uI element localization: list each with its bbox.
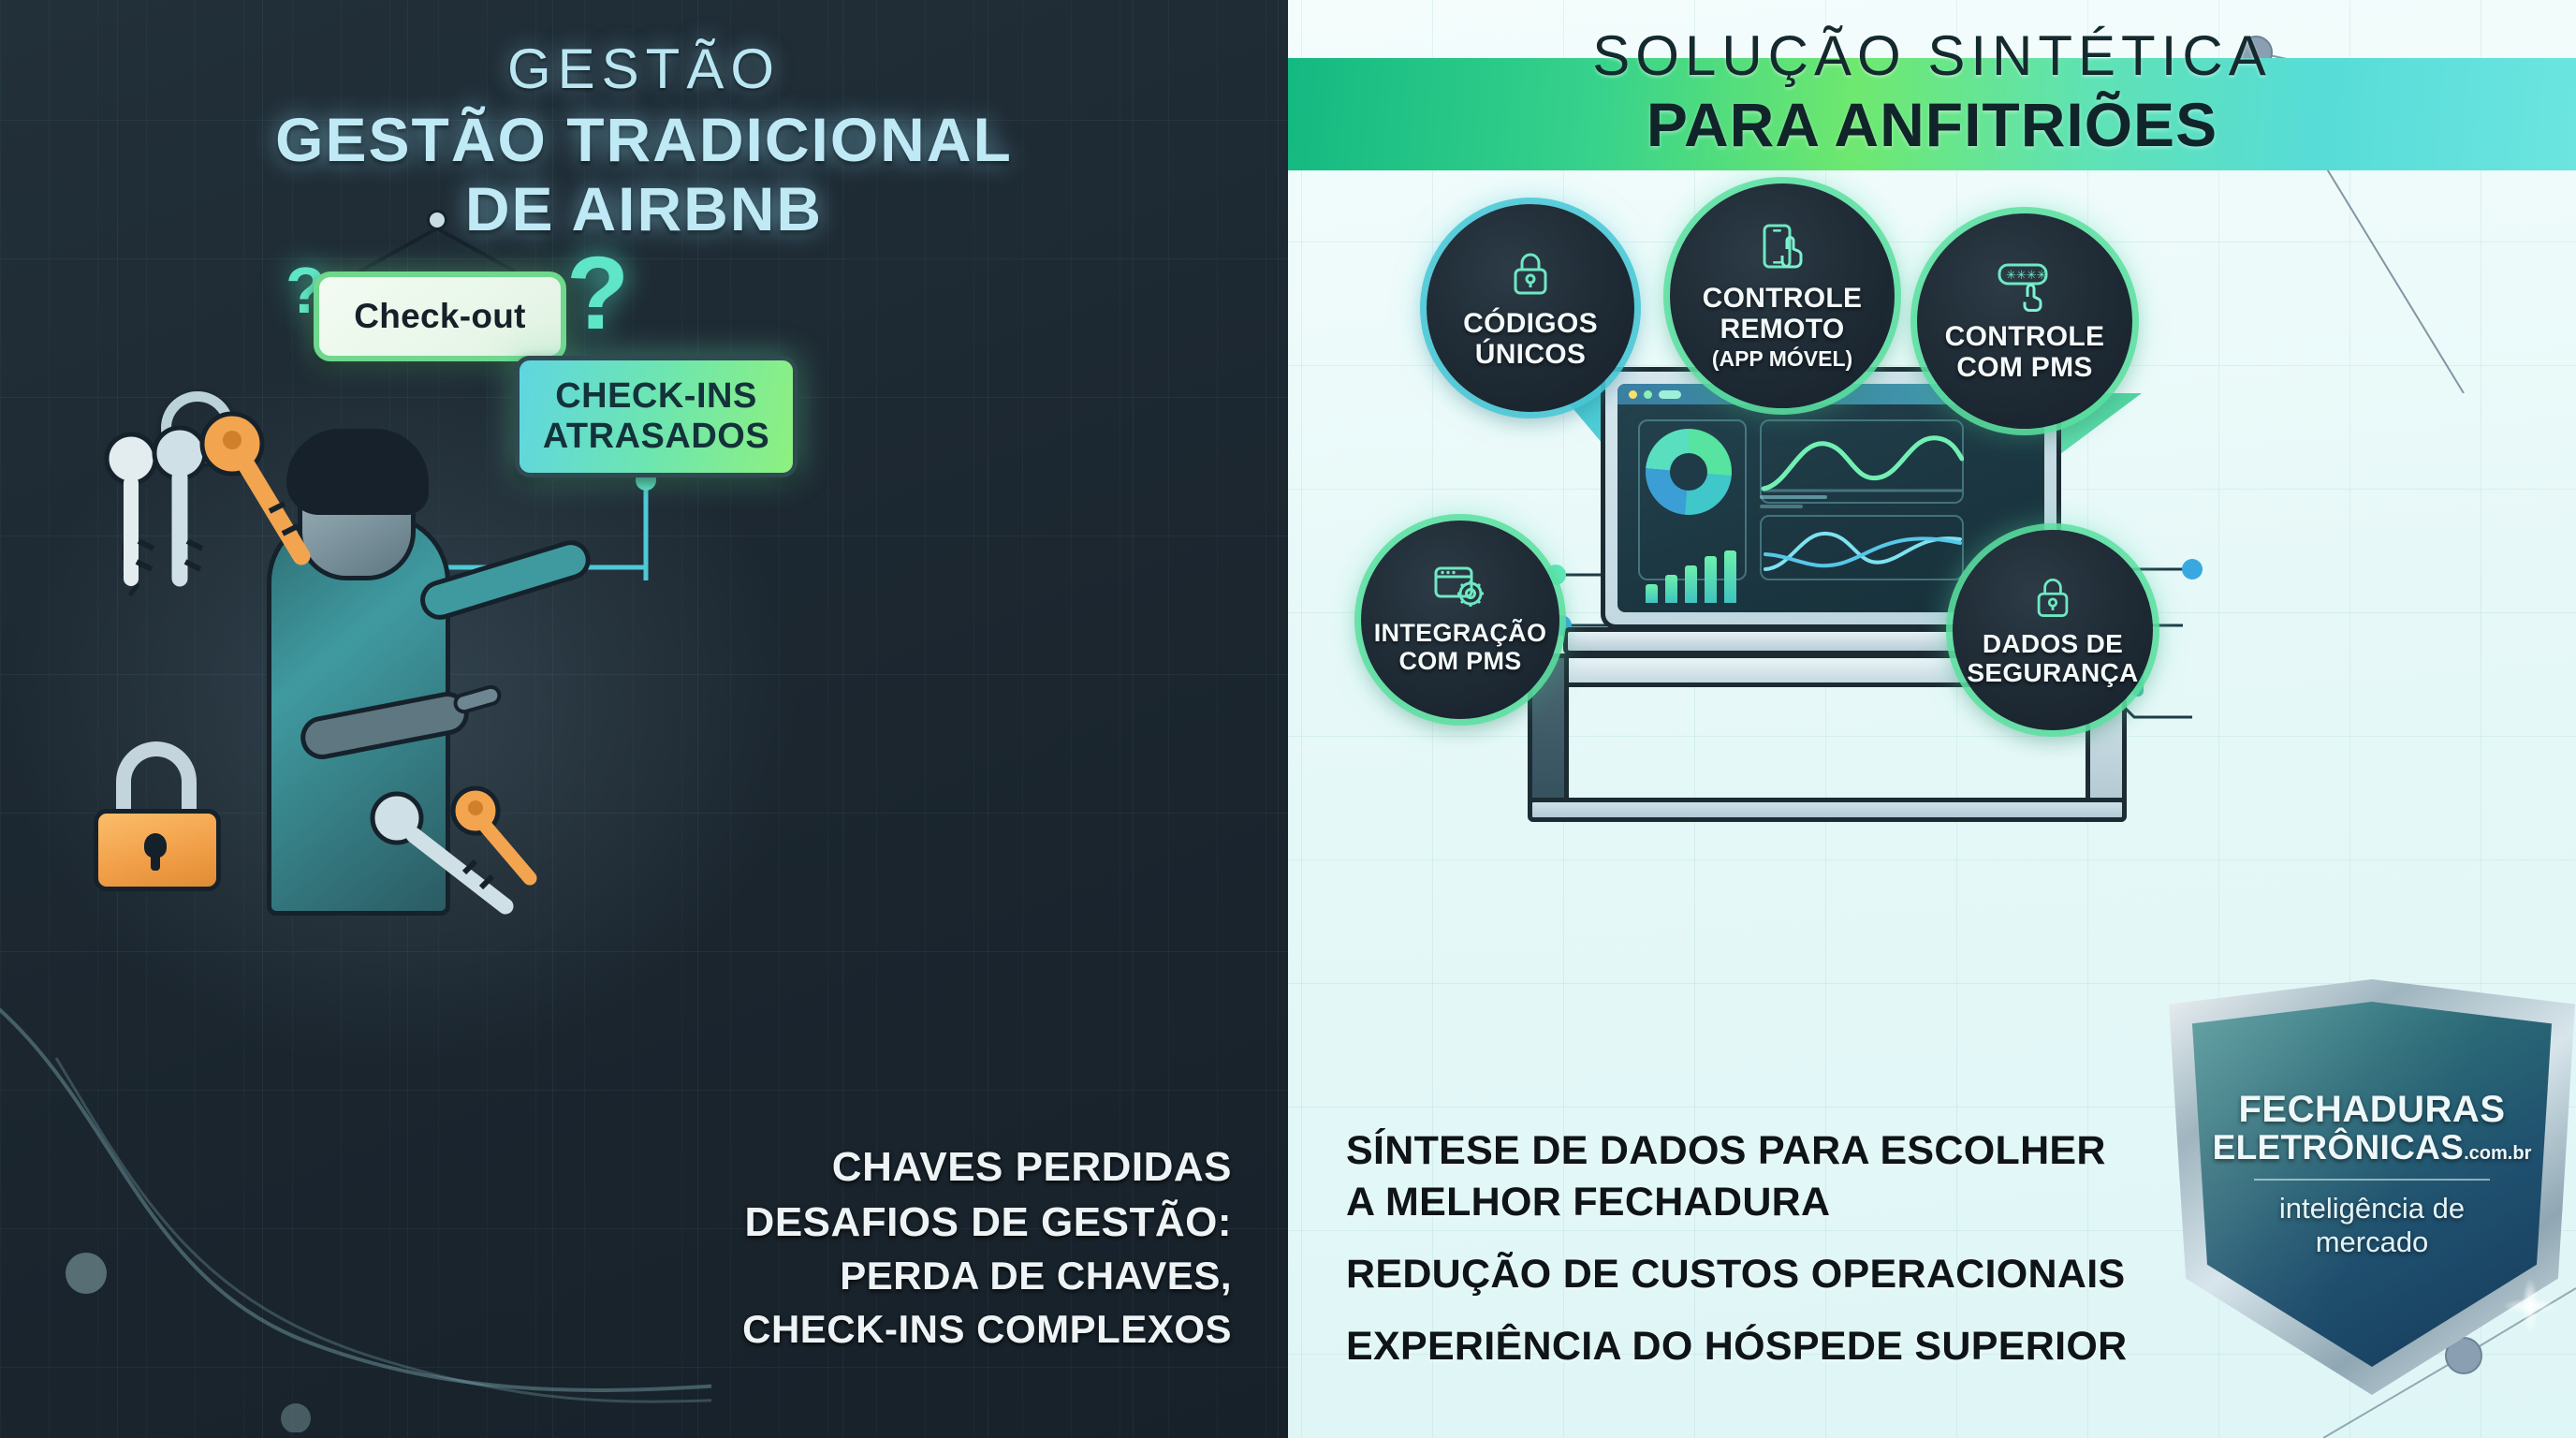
brand-tagline-1: inteligência de (2278, 1191, 2466, 1225)
right-bottom-line-3: REDUÇÃO DE CUSTOS OPERACIONAIS (1346, 1251, 2126, 1297)
brand-line-1: FECHADURAS (2238, 1089, 2506, 1130)
sign-hanger-pin (427, 210, 447, 230)
left-title-line2: DE AIRBNB (464, 174, 824, 243)
right-bottom-text: SÍNTESE DE DADOS PARA ESCOLHER A MELHOR … (1346, 1125, 2188, 1372)
donut-chart (1646, 429, 1732, 515)
key-ring-icon (82, 391, 316, 607)
brand-tld: .com.br (2464, 1143, 2532, 1165)
checkout-sign-label: Check-out (354, 297, 526, 335)
badge-pms-line2: COM PMS (1956, 352, 2093, 383)
keys-pair-icon (365, 779, 543, 919)
padlock-icon (1503, 246, 1558, 301)
left-bottom-line-1: CHAVES PERDIDAS (831, 1143, 1232, 1190)
badge-codigos-line2: ÚNICOS (1474, 339, 1587, 370)
padlock-icon (2027, 572, 2079, 623)
question-mark-icon-2: ? (566, 236, 630, 351)
window-dot-3 (1659, 390, 1681, 399)
left-bottom-line-2: DESAFIOS DE GESTÃO: (744, 1198, 1232, 1245)
right-title-eyebrow: SOLUÇÃO SINTÉTICA (1592, 24, 2272, 87)
key-ring-keys (104, 411, 311, 596)
svg-text:✳✳✳✳: ✳✳✳✳ (2006, 268, 2047, 282)
brand-line-2-word: ELETRÔNICAS (2212, 1128, 2465, 1167)
left-bottom-line-3: PERDA DE CHAVES, (840, 1254, 1232, 1299)
left-title-block: GESTÃO GESTÃO TRADICIONAL DE AIRBNB (0, 37, 1288, 243)
password-field-icon: ✳✳✳✳ (1994, 259, 2056, 314)
shield-logo: FECHADURAS ELETRÔNICAS.com.br inteligênc… (2160, 979, 2576, 1395)
badge-remoto-sub: (APP MÓVEL) (1711, 345, 1853, 371)
badge-dados-line1: DADOS DE (1982, 629, 2124, 659)
person-raised-arm (415, 535, 595, 625)
badge-controle-com-pms[interactable]: ✳✳✳✳ CONTROLE COM PMS (1917, 213, 2132, 429)
desk-stand-shelf (1528, 798, 2127, 822)
badge-integracao-line1: INTEGRAÇÃO (1373, 619, 1547, 648)
right-bottom-line-1: SÍNTESE DE DADOS PARA ESCOLHER (1346, 1127, 2106, 1173)
keys-pair-art (370, 785, 537, 915)
person-hair-shape (286, 429, 429, 515)
window-gear-icon (1431, 564, 1489, 612)
left-title-line1: GESTÃO TRADICIONAL (275, 105, 1013, 174)
badge-dados-line2: SEGURANÇA (1967, 658, 2139, 687)
left-grid-overlay-fine (0, 0, 1288, 1438)
left-bottom-line-4: CHECK-INS COMPLEXOS (742, 1306, 1232, 1351)
person-pointing-finger (450, 682, 505, 716)
badge-controle-remoto[interactable]: CONTROLE REMOTO (APP MÓVEL) (1670, 183, 1895, 408)
badge-pms-line1: CONTROLE (1944, 321, 2105, 352)
shield-text-block: FECHADURAS ELETRÔNICAS.com.br inteligênc… (2160, 1090, 2576, 1259)
sign-hanger-pin-wrap (348, 210, 526, 275)
badge-integracao-line2: COM PMS (1398, 647, 1522, 675)
phone-tap-icon (1753, 221, 1811, 275)
sparkle-icon (2496, 1266, 2565, 1346)
sign-hanger-strings (359, 227, 516, 273)
checkins-late-line1: CHECK-INS (555, 376, 757, 417)
badge-integracao-com-pms[interactable]: INTEGRAÇÃO COM PMS (1361, 521, 1559, 719)
left-bottom-text: CHAVES PERDIDAS DESAFIOS DE GESTÃO: PERD… (742, 1140, 1232, 1356)
left-title-eyebrow: GESTÃO (506, 37, 782, 100)
badge-codigos-line1: CÓDIGOS (1463, 308, 1598, 339)
window-dot-1 (1629, 390, 1637, 399)
checkout-sign: Check-out (314, 271, 566, 361)
left-grid-overlay (0, 0, 1288, 1438)
brand-line-2: ELETRÔNICAS.com.br (2160, 1129, 2576, 1166)
dashboard-legend-lines (1760, 495, 1827, 508)
left-panel-traditional: GESTÃO GESTÃO TRADICIONAL DE AIRBNB (0, 0, 1288, 1438)
right-bottom-line-4: EXPERIÊNCIA DO HÓSPEDE SUPERIOR (1346, 1323, 2128, 1369)
wave-chart (1764, 531, 1962, 571)
right-title-main: PARA ANFITRIÕES (1646, 90, 2218, 159)
dashboard-panel-wave (1760, 515, 1964, 580)
badge-codigos-unicos[interactable]: CÓDIGOS ÚNICOS (1427, 204, 1634, 412)
checkins-late-line2: ATRASADOS (542, 417, 770, 456)
window-dot-2 (1644, 390, 1652, 399)
padlock-keyhole (144, 833, 167, 871)
right-header-band (1288, 58, 2576, 170)
right-title-block: SOLUÇÃO SINTÉTICA PARA ANFITRIÕES (1288, 24, 2576, 159)
left-illustration: ? ? Check-out CHECK-INS ATRASADOS (66, 210, 798, 974)
dashboard-panel-line (1760, 419, 1964, 504)
badge-remoto-line1: CONTROLE (1702, 282, 1863, 314)
line-chart (1761, 435, 1964, 492)
badge-dados-de-seguranca[interactable]: DADOS DE SEGURANÇA (1953, 530, 2153, 730)
checkins-late-callout: CHECK-INS ATRASADOS (515, 356, 798, 477)
right-bottom-line-2: A MELHOR FECHADURA (1346, 1179, 1831, 1225)
padlock-icon (88, 741, 227, 891)
right-panel-solution: SOLUÇÃO SINTÉTICA PARA ANFITRIÕES (1288, 0, 2576, 1438)
badge-remoto-line2: REMOTO (1720, 313, 1845, 345)
brand-tagline-2: mercado (2315, 1225, 2429, 1258)
laptop-lid (1601, 367, 2061, 629)
dashboard-screen (1617, 384, 2044, 612)
brand-divider (2254, 1178, 2490, 1181)
bar-chart (1646, 550, 1736, 603)
